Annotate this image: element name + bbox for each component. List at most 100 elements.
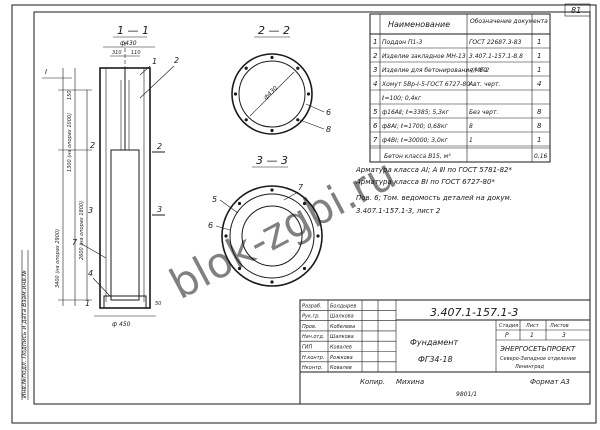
tb-role: Н.контр.	[302, 355, 324, 361]
table-cell-doc: Без черт.	[469, 109, 498, 116]
side-stamp-text: Инв.№подл. Подпись и дата Взам.инв.№	[21, 270, 28, 398]
table-header-doc: Обозначение документа	[470, 18, 548, 25]
leader	[283, 191, 299, 201]
tb-name: Кобелева	[330, 324, 355, 330]
note-4: 3.407.1-157.1-3, лист 2	[356, 207, 441, 215]
product-code: ФГ34-18	[418, 355, 453, 364]
note-2: Арматура класса ВⅠ по ГОСТ 6727-80*	[355, 178, 495, 186]
bottom-code: 9801/1	[456, 391, 477, 398]
drawing-code: 3.407.1-157.1-3	[430, 306, 518, 319]
table-cell-name: ф8АI; ℓ=1700; 0,68кг	[382, 123, 448, 130]
tb-name: Ковалев	[330, 365, 352, 371]
tb-role: Рук.гр.	[302, 314, 320, 320]
callout-2: 2	[174, 56, 179, 65]
tb-name: Шалкова	[330, 314, 354, 320]
product-name: Фундамент	[410, 338, 458, 347]
section-3-3: 3 — 3 5 7 6	[208, 154, 323, 287]
stage-value: Р	[505, 332, 509, 339]
table-cell-doc: 3.407.1-157.1-8.8	[469, 53, 523, 60]
table-cell-qty: 8	[537, 108, 542, 116]
sheet-number-box	[564, 3, 591, 17]
table-cell-doc: ГОСТ 22687.3-83	[469, 39, 522, 46]
concrete-label: Бетон класса В15, м³	[384, 153, 451, 160]
sheet-number: 81	[571, 6, 581, 15]
org-city: Ленинград	[514, 364, 544, 370]
table-cell-qty: 8	[537, 122, 542, 130]
leader	[139, 65, 151, 76]
table-cell-doc: 1	[469, 137, 473, 144]
outer-ring	[221, 185, 323, 287]
dim-h50: 50	[155, 301, 161, 307]
table-cell-qty: 1	[537, 66, 541, 74]
leader	[305, 103, 325, 113]
dim-h3400: 3400 (на опорах 2900)	[55, 229, 61, 288]
leader	[299, 119, 325, 130]
leader	[215, 225, 231, 231]
leader	[92, 277, 111, 297]
callout-5: 5	[212, 195, 217, 204]
tb-role: Пров.	[302, 324, 317, 330]
tb-role: ГИП	[302, 345, 313, 351]
tb-role: Разраб.	[302, 303, 322, 309]
dim-w110: 110	[131, 50, 141, 56]
note-1: Арматура класса АI; А ⅡI по ГОСТ 5781-82…	[355, 166, 512, 174]
dim-d430-mid: ф430	[262, 85, 279, 102]
callout-6b: 6	[208, 221, 213, 230]
table-cell-pos: 7	[373, 136, 378, 144]
sheet-frame	[11, 4, 597, 424]
table-cell-name: ф4ВI; ℓ=30000; 3,0кг	[382, 137, 448, 144]
section-3-title: 3 — 3	[256, 154, 288, 167]
tb-name: Болдырев	[330, 303, 356, 309]
rebar-dots	[224, 188, 320, 284]
table-cell-pos: 6	[373, 122, 378, 130]
table-cell-name: Изделие закладное МН-13	[382, 53, 466, 60]
concrete-qty: 0,16	[534, 153, 548, 160]
dim-h2600: 2600 (на опорах 1800)	[79, 201, 85, 260]
dim-w310: 310	[112, 50, 122, 56]
format-label: Формат А3	[530, 378, 570, 386]
socket-cavity	[110, 149, 140, 301]
inner-ring	[238, 60, 306, 128]
sheet-value: 1	[530, 332, 534, 339]
callout-2b: 2	[90, 141, 95, 150]
table-cell-name: Изделие для бетонирования МГ-2	[382, 67, 489, 74]
table-cell-pos: 1	[373, 38, 377, 46]
table-cell-doc: -//- 80	[469, 67, 487, 74]
org-name: ЭНЕРГОСЕТЬПРОЕКТ	[499, 345, 576, 353]
table-frame	[369, 13, 551, 163]
tb-name: Ковалев	[330, 345, 352, 351]
sheets-header: Листов	[549, 323, 569, 329]
leader	[139, 65, 175, 99]
callout-3: 3	[88, 206, 93, 215]
callout-7: 7	[72, 238, 78, 247]
callout-6: 6	[326, 108, 331, 117]
outer-ring	[231, 53, 313, 135]
dim-d450: ф 450	[112, 321, 131, 328]
table-cell-pos: 2	[373, 52, 378, 60]
section-2-2: 2 — 2 ф430 6 8	[231, 24, 331, 135]
table-cell-pos: 5	[373, 108, 378, 116]
table-cell-pos: 3	[373, 66, 377, 74]
section-1-title: 1 — 1	[117, 24, 149, 37]
note-3: Пов. 6; Том. ведомость деталей на докум.	[356, 194, 512, 202]
sheets-value: 3	[562, 332, 566, 339]
table-cell-qty: 1	[537, 136, 541, 144]
table-cell-name: ℓ=100; 0,4кг	[381, 95, 422, 102]
org-division: Северо-Западное отделение	[500, 356, 576, 362]
callout-2c: 2	[157, 142, 162, 151]
dim-h1300: 1300 (на опорах 1000)	[67, 113, 73, 172]
table-header-name: Наименование	[388, 20, 450, 29]
callout-8: 8	[326, 125, 331, 134]
notes: Арматура класса АI; А ⅡI по ГОСТ 5781-82…	[355, 166, 512, 215]
callout-3b: 3	[157, 205, 162, 214]
base-tray	[103, 295, 147, 309]
copier-name: Михина	[396, 378, 424, 386]
table-cell-name: ф16АⅡ; ℓ=3385; 5,3кг	[382, 109, 450, 116]
rebar-dots	[233, 55, 311, 133]
dim-d430-top: ф430	[120, 40, 137, 47]
copied-label: Копир.	[360, 378, 385, 386]
leader	[219, 199, 239, 214]
